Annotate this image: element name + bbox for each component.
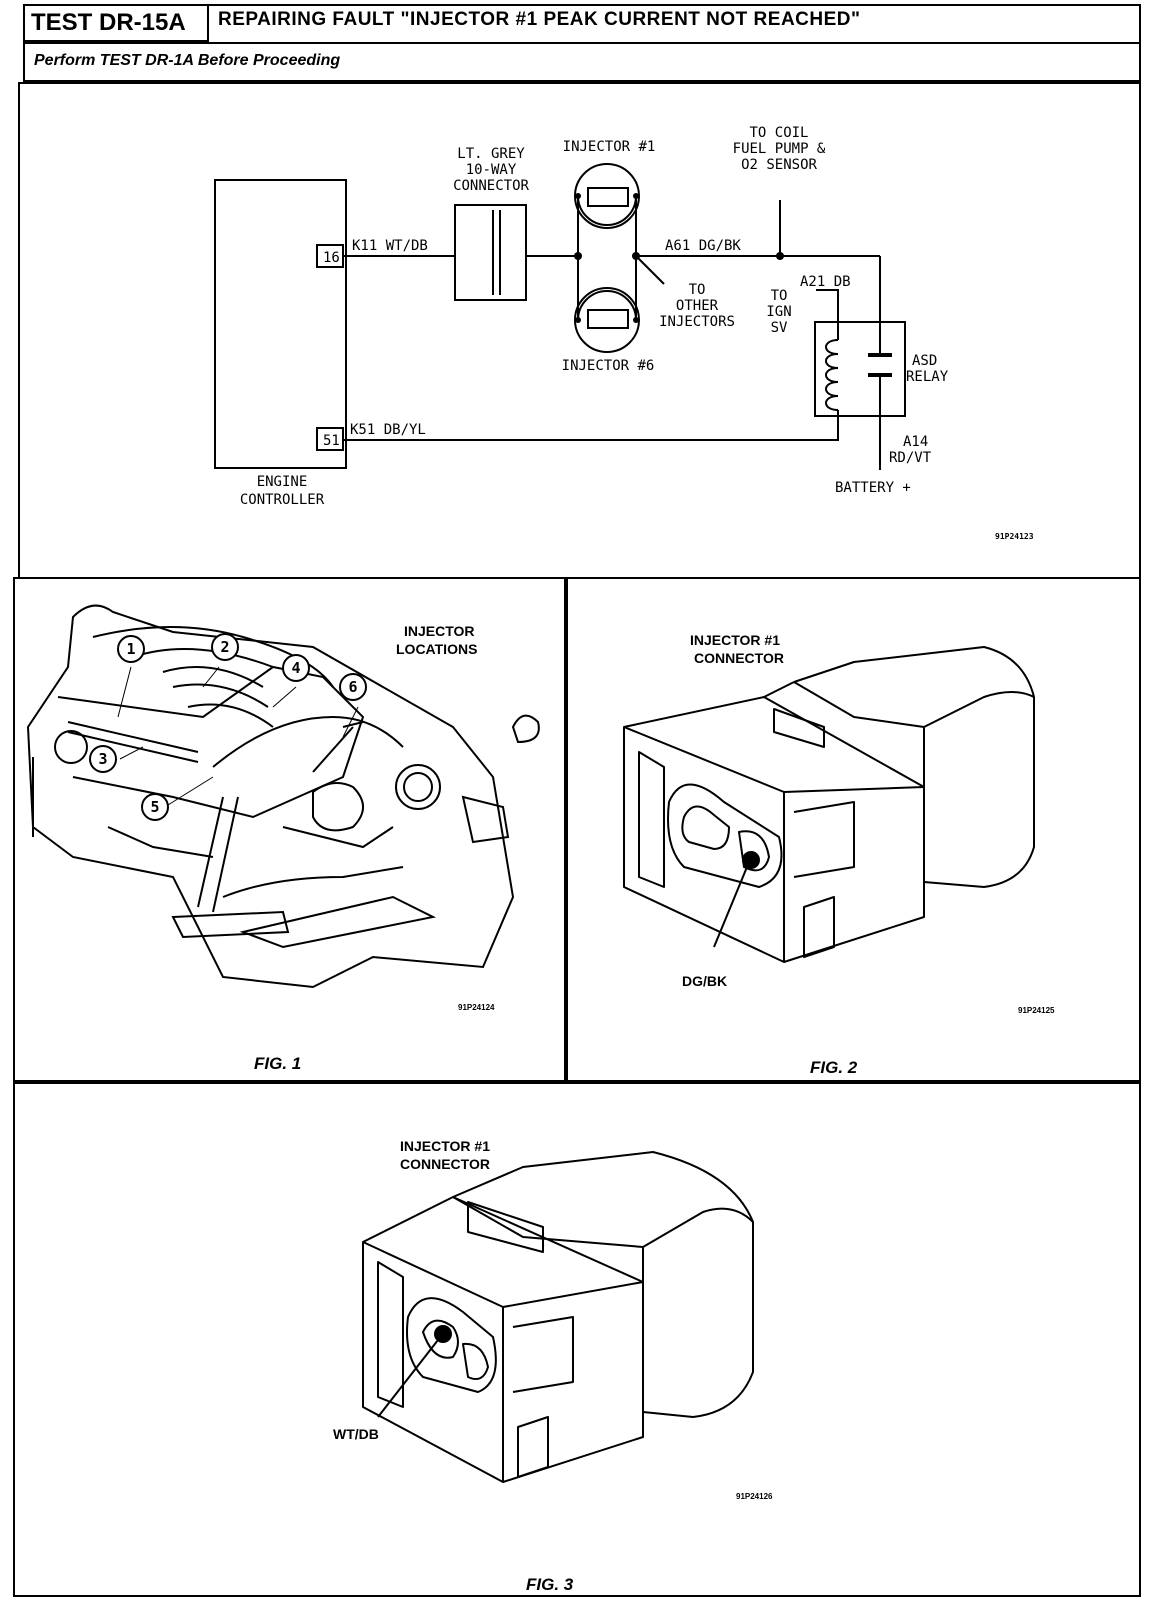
fig1-panel (13, 577, 568, 1082)
engine-label-2: CONTROLLER (240, 492, 325, 508)
to-ign-label-2: IGN (766, 304, 791, 320)
fig1-title-2: LOCATIONS (396, 641, 478, 657)
engine-controller-box (214, 179, 347, 469)
fig3-code: 91P24126 (736, 1492, 773, 1501)
connector-illustration-fig2 (623, 646, 1035, 963)
to-other-label-2: OTHER (676, 298, 719, 314)
engine-illustration: 1 2 3 4 5 6 (26, 604, 540, 989)
injector-number-1: 1 (126, 640, 135, 658)
to-ign-label-3: SV (771, 320, 788, 336)
fig2-panel (564, 577, 1141, 1082)
fig3-wire-label: WT/DB (333, 1426, 379, 1442)
header-divider (23, 42, 1141, 44)
injector6-symbol (574, 287, 640, 353)
fig2-title-1: INJECTOR #1 (690, 632, 780, 648)
connector-label-2: 10-WAY (466, 162, 517, 178)
ten-way-connector (454, 204, 527, 301)
to-other-label-1: TO (689, 282, 706, 298)
wire-k11-label: K11 WT/DB (352, 238, 428, 254)
fig3-title-1: INJECTOR #1 (400, 1138, 490, 1154)
a14-label-2: RD/VT (889, 450, 932, 466)
pin51-label: 51 (323, 433, 340, 449)
a14-label-1: A14 (903, 434, 928, 450)
injector6-label: INJECTOR #6 (562, 358, 655, 374)
asd-relay-box (814, 321, 906, 417)
connector-label-3: CONNECTOR (453, 178, 529, 194)
pin16-label: 16 (323, 250, 340, 266)
fig1-title-1: INJECTOR (404, 623, 475, 639)
injector-number-6: 6 (348, 678, 357, 696)
to-other-label-3: INJECTORS (659, 314, 735, 330)
page-subtitle: Perform TEST DR-1A Before Proceeding (34, 52, 341, 69)
wiring-schematic: 16 51 K11 WT/DB K51 DB/YL LT. GREY 10-WA… (214, 125, 1034, 541)
fig2-code: 91P24125 (1018, 1006, 1055, 1015)
wire-a21-label: A21 DB (800, 274, 851, 290)
connector-label-1: LT. GREY (457, 146, 525, 162)
injector-number-2: 2 (220, 638, 229, 656)
battery-label: BATTERY + (835, 480, 911, 496)
wire-a61-label: A61 DG/BK (665, 238, 741, 254)
asd-label-2: RELAY (906, 369, 949, 385)
fig3-label: FIG. 3 (526, 1575, 574, 1594)
injector-number-4: 4 (291, 659, 300, 677)
fig2-label: FIG. 2 (810, 1058, 858, 1077)
test-id: TEST DR-15A (23, 4, 209, 42)
schematic-code: 91P24123 (995, 532, 1034, 541)
injector-number-3: 3 (98, 750, 107, 768)
page-title: REPAIRING FAULT "INJECTOR #1 PEAK CURREN… (218, 9, 861, 30)
to-coil-label-2: FUEL PUMP & (733, 141, 826, 157)
injector1-label: INJECTOR #1 (563, 139, 656, 155)
fig1-code: 91P24124 (458, 1003, 495, 1012)
connector-illustration-fig3 (362, 1151, 754, 1483)
fig2-wire-label: DG/BK (682, 973, 728, 989)
fig3-title-2: CONNECTOR (400, 1156, 490, 1172)
asd-label-1: ASD (912, 353, 937, 369)
injector1-symbol (574, 163, 640, 229)
to-ign-label-1: TO (771, 288, 788, 304)
wire-k51-label: K51 DB/YL (350, 422, 426, 438)
injector-callouts: 1 2 3 4 5 6 (89, 633, 367, 821)
fig3-panel (13, 1082, 1141, 1597)
to-coil-label-1: TO COIL (749, 125, 808, 141)
injector-number-5: 5 (150, 798, 159, 816)
engine-label-1: ENGINE (257, 474, 308, 490)
fig1-label: FIG. 1 (254, 1054, 302, 1073)
fig2-title-2: CONNECTOR (694, 650, 784, 666)
to-coil-label-3: O2 SENSOR (741, 157, 817, 173)
